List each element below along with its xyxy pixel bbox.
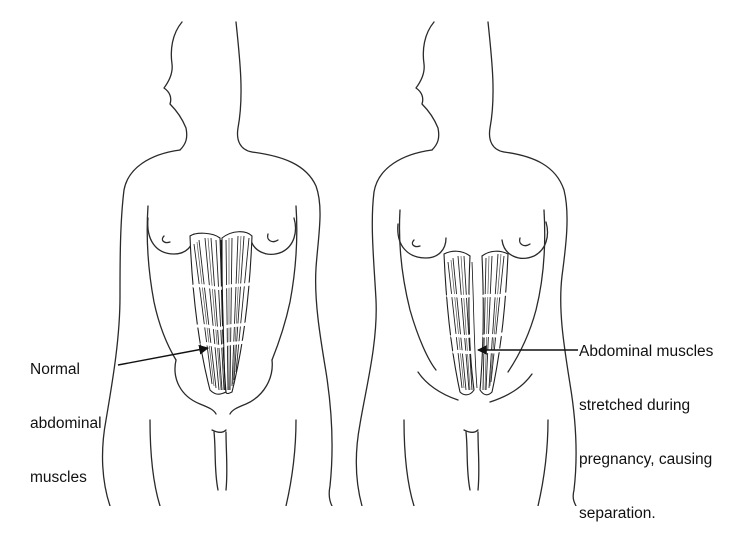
normal-crotch [212,430,227,490]
pregnant-belly-right [490,374,532,402]
normal-left-leg [150,420,160,506]
pregnant-torso-right-side [508,210,545,372]
normal-neck-outline [236,22,252,152]
normal-abdominal-muscles [190,232,252,394]
pregnant-right-breast [502,222,548,258]
pregnant-left-leg [404,420,414,506]
normal-figure [103,22,333,506]
pregnant-figure [356,22,578,506]
normal-right-leg [286,420,296,506]
normal-right-breast [250,218,296,254]
pregnant-right-nipple [520,238,530,246]
pregnant-belly-left [418,372,458,400]
pregnant-separation-gap [472,262,477,388]
normal-left-arm-outline [103,150,180,506]
pregnant-torso-left-side [399,210,436,370]
normal-left-breast [148,218,194,254]
normal-torso-right-side [272,206,297,360]
normal-right-nipple [268,234,278,242]
normal-torso-left-side [147,206,176,360]
normal-arrow [118,348,208,365]
pregnant-left-nipple [412,240,420,247]
normal-muscles-label: Normal abdominal muscles [30,325,102,505]
pregnant-crotch [464,430,479,490]
pregnant-right-leg [538,420,548,506]
pregnant-head-outline [416,22,439,150]
pregnant-neck-outline [488,22,504,152]
normal-left-nipple [162,236,170,243]
normal-right-arm-outline [252,152,332,506]
normal-head-outline [164,22,187,150]
pregnant-left-breast [398,224,446,258]
pregnant-right-arm-outline [504,152,576,506]
pregnant-abdominal-muscles [444,251,508,395]
pregnant-left-arm-outline [356,150,432,506]
